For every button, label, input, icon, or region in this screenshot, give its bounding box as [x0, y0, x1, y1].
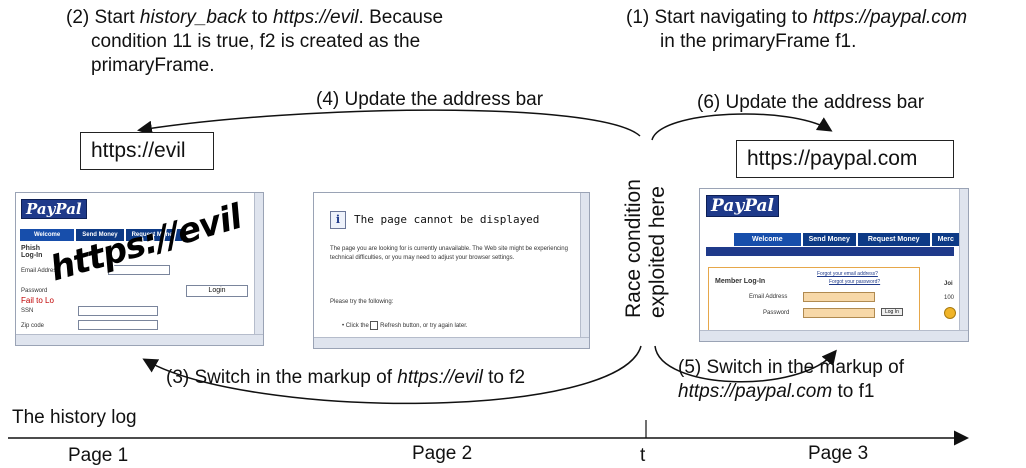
login-panel: Member Log-In Forgot your email address?…: [708, 267, 920, 331]
warning-text: Fail to Lo: [21, 296, 54, 305]
page-3-label: Page 3: [808, 443, 869, 464]
ssn-field: [78, 306, 158, 316]
email-label: Email Address: [21, 268, 60, 274]
phish-heading: Phish Log-In: [21, 245, 43, 259]
zip-field: [78, 320, 158, 330]
scrollbar-horizontal: [314, 337, 589, 348]
paypal-logo: PayPal: [706, 195, 780, 217]
coin-icon: [944, 307, 956, 319]
password-label: Password: [763, 310, 790, 316]
caption-step-3: (3) Switch in the markup of https://evil…: [166, 367, 526, 388]
race-condition-label: Race condition exploited here: [622, 179, 669, 318]
page-2-label: Page 2: [412, 443, 473, 464]
login-button: Login: [186, 285, 248, 297]
address-bar-evil: https://evil: [80, 132, 214, 170]
forgot-password-link: Forgot your password?: [829, 279, 881, 285]
side-value: 100: [944, 295, 955, 301]
error-heading: The page cannot be displayed: [354, 213, 540, 226]
tab-send-money: Send Money: [802, 233, 856, 246]
paypal-tabs: Welcome Send Money Request Money: [20, 229, 184, 241]
caption-step-4: (4) Update the address bar: [316, 89, 544, 110]
tab-request-money: Request Money: [857, 233, 930, 246]
caption-step-6: (6) Update the address bar: [697, 92, 925, 113]
paypal-logo: PayPal: [21, 199, 87, 219]
scrollbar-vertical: [580, 193, 589, 338]
address-bar-paypal: https://paypal.com: [736, 140, 954, 178]
side-label: Joi: [944, 281, 953, 287]
screenshot-page-3: PayPal Welcome Send Money Request Money …: [699, 188, 969, 342]
scrollbar-vertical: [254, 193, 263, 335]
history-log-title: The history log: [12, 407, 137, 428]
tab-send-money: Send Money: [76, 229, 124, 241]
password-label: Password: [21, 288, 48, 294]
password-field: [803, 308, 875, 318]
scrollbar-horizontal: [16, 334, 263, 345]
member-login-heading: Member Log-In: [715, 278, 766, 285]
zip-label: Zip code: [21, 323, 45, 329]
caption-step-1: (1) Start navigating to https://paypal.c…: [626, 7, 968, 52]
email-field: [803, 292, 875, 302]
time-marker-label: t: [640, 445, 646, 466]
arrow-update-address-right: [651, 113, 833, 141]
forgot-email-link: Forgot your email address?: [817, 271, 878, 277]
ssn-label: SSN: [21, 308, 34, 314]
scrollbar-horizontal: [700, 330, 968, 341]
try-text: Please try the following:: [330, 299, 394, 305]
tab-merchant: Merc: [931, 233, 960, 246]
bullet-refresh: • Click the Refresh button, or try again…: [342, 321, 468, 330]
screenshot-page-1: PayPal Welcome Send Money Request Money …: [15, 192, 264, 346]
tab-request-money: Request Money: [125, 229, 182, 241]
screenshot-page-2: i The page cannot be displayed The page …: [313, 192, 590, 349]
arrow-switch-markup-paypal: [654, 345, 837, 383]
error-body: The page you are looking for is currentl…: [330, 246, 568, 261]
page-1-label: Page 1: [68, 445, 129, 466]
info-icon: i: [330, 211, 346, 229]
email-field: [108, 265, 170, 275]
arrow-update-address-left: [137, 109, 641, 137]
paypal-header-bar: [706, 247, 954, 256]
email-label: Email Address: [749, 294, 788, 300]
arrow-switch-markup-evil: [142, 345, 642, 405]
caption-step-5: (5) Switch in the markup of https://payp…: [678, 357, 904, 402]
refresh-icon: [370, 321, 379, 330]
tab-welcome: Welcome: [20, 229, 75, 241]
paypal-tabs: Welcome Send Money Request Money Merc: [706, 233, 962, 246]
tab-welcome: Welcome: [734, 233, 801, 246]
scrollbar-vertical: [959, 189, 968, 331]
caption-step-2: (2) Start history_back to https://evil. …: [66, 7, 444, 76]
login-button: Log In: [881, 308, 903, 316]
